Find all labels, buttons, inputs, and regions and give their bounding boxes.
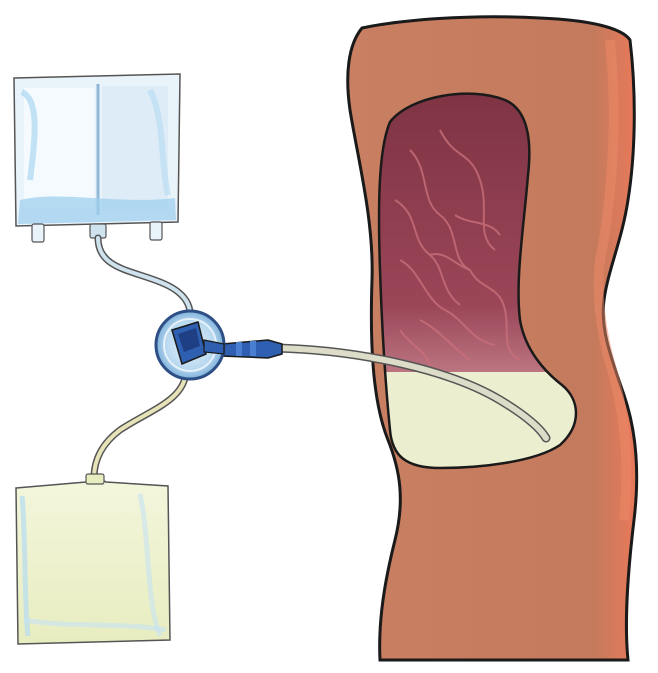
fresh-dialysate-bag-icon — [14, 74, 180, 242]
catheter-luer-connector — [222, 340, 282, 358]
inflow-tube — [98, 238, 190, 322]
y-connector-icon — [156, 311, 224, 379]
drainage-bag-icon — [16, 474, 170, 644]
outflow-tube — [94, 370, 186, 478]
